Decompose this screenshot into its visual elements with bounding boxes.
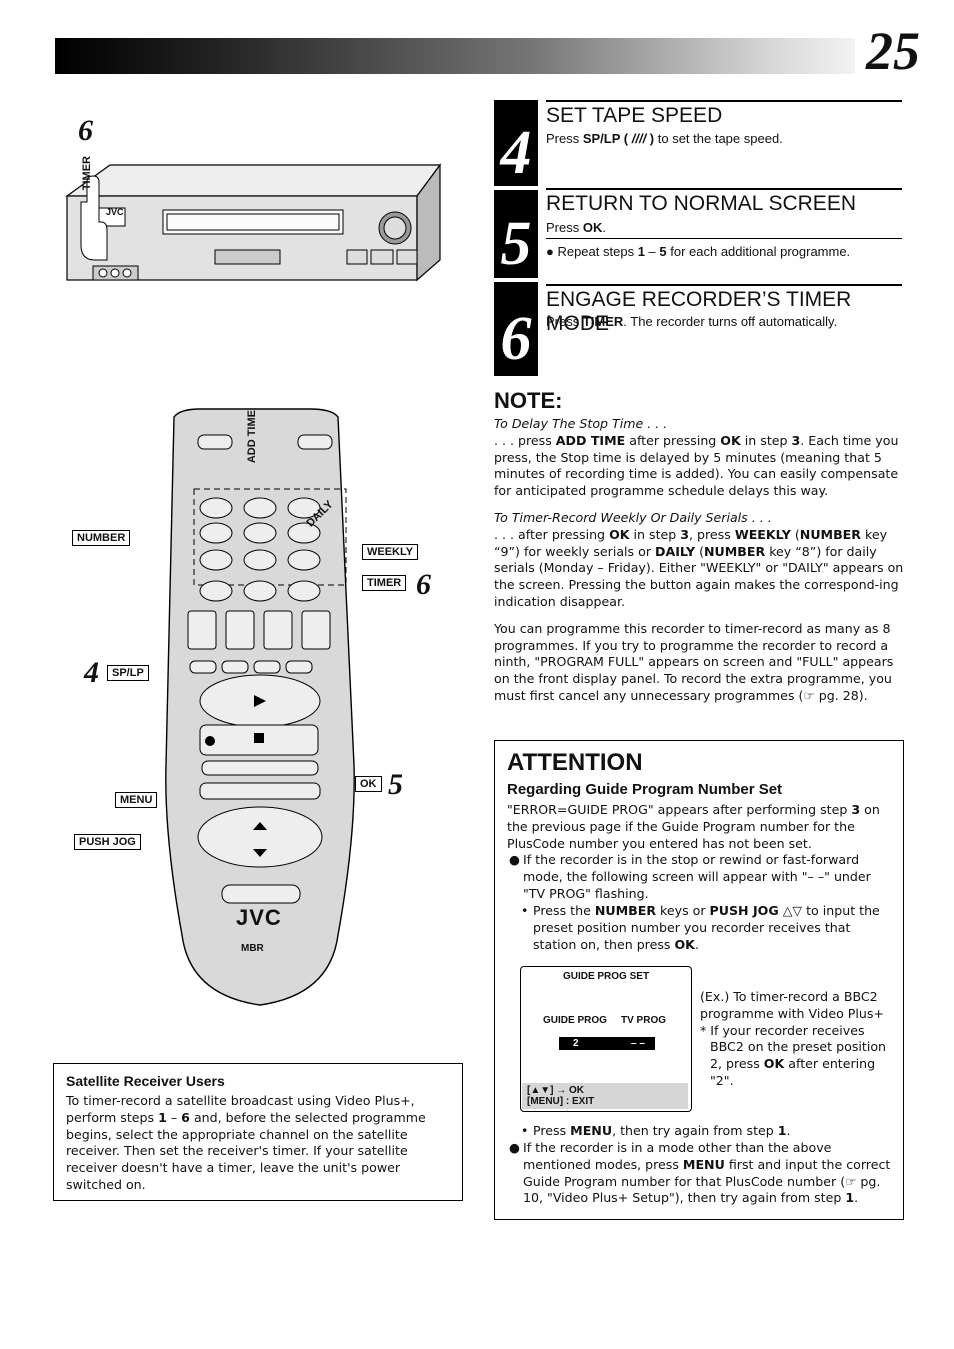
screen-value-tv: – – [631, 1038, 645, 1049]
screen-col-tv: TV PROG [621, 1015, 667, 1026]
step-6-title: ENGAGE RECORDER’S TIMER MODE [546, 284, 902, 336]
step-5-text: Press OK. [546, 220, 606, 235]
label-push-jog: PUSH JOG [74, 834, 141, 850]
satellite-box: Satellite Receiver Users To timer-record… [53, 1063, 463, 1201]
remote-illustration [165, 408, 355, 1006]
label-sp-lp: SP/LP [107, 665, 149, 681]
step-5-number: 5 [494, 190, 538, 278]
attention-intro: "ERROR=GUIDE PROG" appears after perform… [507, 802, 880, 851]
attention-subtitle: Regarding Guide Program Number Set [507, 781, 783, 798]
step-6-text: Press TIMER. The recorder turns off auto… [546, 314, 838, 329]
attention-sub-2: Press MENU, then try again from step 1. [533, 1123, 791, 1138]
label-number: NUMBER [72, 530, 131, 546]
screen-footer-exit: [MENU] : EXIT [527, 1096, 595, 1107]
screen-footer-nav: [▲▼] → OK [527, 1085, 585, 1096]
note-title: NOTE: [494, 388, 563, 413]
note-p3: You can programme this recorder to timer… [494, 620, 894, 703]
step-5-title: RETURN TO NORMAL SCREEN [546, 188, 902, 216]
step-5-bullet: ● Repeat steps 1 – 5 for each additional… [546, 244, 851, 259]
attention-bullet-1-dot: ● [509, 852, 520, 867]
label-timer: TIMER [362, 575, 407, 591]
attention-sub-2-dot: • [521, 1123, 529, 1138]
attention-bullet-1: If the recorder is in the stop or rewind… [523, 852, 871, 901]
attention-sub-1: Press the NUMBER keys or PUSH JOG △▽ to … [533, 903, 880, 952]
note-body: To Delay The Stop Time . . . . . . press… [494, 416, 904, 715]
screen-value-bar [559, 1037, 655, 1050]
attention-box: ATTENTION Regarding Guide Program Number… [494, 740, 904, 1220]
vcr-step-6: 6 [78, 114, 93, 147]
label-weekly: WEEKLY [362, 544, 419, 560]
label-menu: MENU [115, 792, 158, 808]
step-4-text: Press SP/LP ( //// ) to set the tape spe… [546, 131, 783, 146]
step-4-number: 4 [494, 100, 538, 187]
page-number: 25 [866, 21, 920, 81]
attention-bullet-2: If the recorder is in a mode other than … [523, 1140, 891, 1206]
satellite-title: Satellite Receiver Users [66, 1073, 225, 1089]
screen-footer [522, 1083, 688, 1109]
attention-sub-1-dot: • [521, 903, 529, 918]
remote-step-6: 6 [416, 568, 431, 601]
attention-bullet-2-dot: ● [509, 1140, 520, 1155]
label-ok: OK [355, 776, 382, 792]
attention-title: ATTENTION [507, 749, 643, 776]
vcr-illustration [65, 163, 442, 282]
note-p1: . . . press ADD TIME after pressing OK i… [494, 432, 899, 499]
note-p1-heading: To Delay The Stop Time . . . [494, 416, 668, 431]
remote-logo: MBR [241, 943, 264, 954]
satellite-text: To timer-record a satellite broadcast us… [66, 1093, 426, 1192]
label-add-time: ADD TIME [246, 410, 258, 464]
step-6-number: 6 [494, 282, 538, 376]
screen-col-guide: GUIDE PROG [543, 1015, 607, 1026]
attention-example: (Ex.) To timer-record a BBC2 programme w… [700, 989, 887, 1088]
step-4-title: SET TAPE SPEED [546, 100, 902, 128]
vcr-timer-label: TIMER [81, 156, 93, 191]
remote-step-4: 4 [84, 656, 99, 689]
note-p2-heading: To Timer-Record Weekly Or Daily Serials … [494, 509, 772, 525]
vcr-brand: JVC [106, 207, 124, 217]
screen-value-guide: 2 [573, 1038, 579, 1049]
guide-prog-screen: GUIDE PROG SET GUIDE PROG TV PROG 2 – – … [520, 966, 692, 1112]
remote-step-5: 5 [388, 768, 403, 801]
note-p2: . . . after pressing OK in step 3, press… [494, 526, 904, 609]
step-5-divider [546, 238, 902, 239]
screen-title: GUIDE PROG SET [562, 971, 650, 982]
remote-brand: JVC [236, 905, 282, 930]
header-bar [55, 38, 855, 74]
